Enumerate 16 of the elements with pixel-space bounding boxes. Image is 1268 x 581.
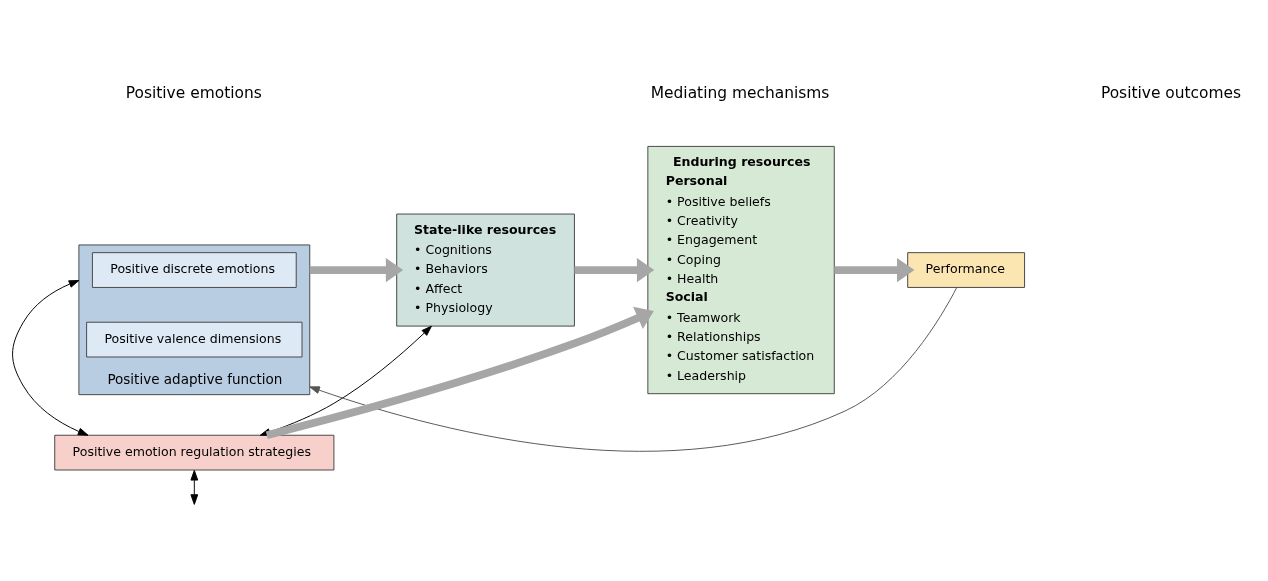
arrow <box>309 257 404 282</box>
arrow <box>574 257 655 282</box>
node-box: Positive emotion regulation strategies <box>54 434 335 470</box>
arrow <box>12 279 89 436</box>
arrow <box>265 306 654 439</box>
label: Positive outcomes <box>1100 83 1242 102</box>
node-box: State-like resources • Cognitions • Behaviors • Affect • Physiology <box>396 213 575 327</box>
node-box: Enduring resources Personal • Positive beliefs • Creativity • Engagement • Coping • Health Social • Teamwork • Relationships • Customer satisfaction • Leadership <box>647 145 835 394</box>
arrow <box>309 286 958 451</box>
node-box: Positive discrete emotions <box>91 251 297 288</box>
node-box: Positive valence dimensions <box>86 321 303 357</box>
arrow <box>834 257 915 282</box>
label: Positive emotions <box>125 83 262 102</box>
node-box: Performance <box>907 251 1026 288</box>
arrow <box>190 469 199 505</box>
label: Mediating mechanisms <box>650 83 830 102</box>
